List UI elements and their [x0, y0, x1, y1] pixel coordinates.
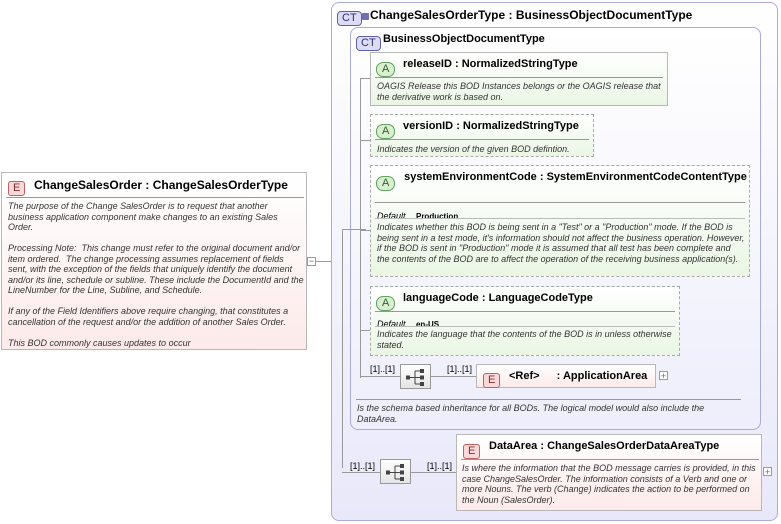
divider	[356, 399, 741, 400]
root-element-doc: The purpose of the Change SalesOrder is …	[8, 201, 304, 348]
attribute-doc: OAGIS Release this BOD Instances belongs…	[377, 81, 664, 102]
attribute-versionID[interactable]: A versionID : NormalizedStringType Indic…	[370, 114, 594, 157]
root-element-type: ChangeSalesOrderType	[152, 178, 288, 192]
attribute-doc: Indicates the version of the given BOD d…	[377, 144, 570, 154]
attribute-name: systemEnvironmentCode	[404, 171, 537, 183]
divider	[461, 459, 759, 460]
root-element-box[interactable]: E ChangeSalesOrder : ChangeSalesOrderTyp…	[1, 172, 307, 350]
attribute-name: versionID	[403, 120, 454, 132]
data-area-name: DataArea	[489, 440, 538, 452]
attribute-title: versionID : NormalizedStringType	[403, 120, 579, 132]
divider	[375, 326, 675, 327]
occurs-label: [1]..[1]	[370, 364, 396, 374]
attribute-name: releaseID	[403, 58, 452, 70]
attribute-name: languageCode	[403, 292, 479, 304]
divider	[375, 311, 675, 312]
root-element-title: ChangeSalesOrder : ChangeSalesOrderType	[34, 178, 288, 192]
default-row: Default en-US	[377, 314, 439, 332]
attribute-title: systemEnvironmentCode : SystemEnvironmen…	[404, 171, 747, 183]
collapse-minus-icon[interactable]: −	[307, 256, 316, 266]
default-value: en-US	[415, 320, 440, 329]
ref-name: ApplicationArea	[562, 370, 648, 382]
attribute-releaseID[interactable]: A releaseID : NormalizedStringType OAGIS…	[370, 52, 668, 106]
divider	[375, 139, 589, 140]
data-area-type: ChangeSalesOrderDataAreaType	[547, 440, 720, 452]
expand-plus-icon[interactable]: +	[763, 467, 772, 477]
default-label: Default	[377, 211, 406, 221]
complex-type-badge: CT	[337, 11, 362, 26]
expand-plus-icon[interactable]: +	[659, 371, 668, 381]
attribute-systemEnvironmentCode[interactable]: A systemEnvironmentCode : SystemEnvironm…	[370, 165, 750, 277]
attribute-doc: Indicates the language that the contents…	[377, 329, 675, 350]
default-label: Default	[377, 319, 406, 329]
divider	[375, 77, 663, 78]
default-value: Production	[415, 212, 459, 221]
occurs-label: [1]..[1]	[447, 364, 473, 374]
application-area-ref[interactable]: E <Ref> : ApplicationArea	[476, 364, 656, 388]
inner-type-doc: Is the schema based inheritance for all …	[357, 403, 707, 424]
attribute-badge: A	[376, 124, 396, 139]
attribute-badge: A	[376, 176, 396, 191]
element-badge: E	[463, 444, 481, 459]
divider	[375, 218, 745, 219]
sequence-icon[interactable]	[380, 459, 411, 484]
attribute-type: LanguageCodeType	[488, 292, 593, 304]
divider	[375, 202, 745, 203]
ref-label: <Ref>	[509, 370, 540, 382]
default-row: Default Production	[377, 206, 458, 224]
outer-type-name: ChangeSalesOrderType	[370, 8, 506, 22]
occurs-label: [1]..[1]	[427, 461, 453, 471]
attribute-title: releaseID : NormalizedStringType	[403, 58, 578, 70]
attribute-badge: A	[376, 62, 396, 77]
data-area-doc: Is where the information that the BOD me…	[462, 463, 759, 505]
element-badge: E	[483, 373, 501, 388]
extension-icon	[362, 13, 370, 21]
root-element-name: ChangeSalesOrder	[34, 178, 143, 192]
attribute-doc: Indicates whether this BOD is being sent…	[377, 222, 747, 264]
attribute-languageCode[interactable]: A languageCode : LanguageCodeType Defaul…	[370, 286, 680, 356]
attribute-type: SystemEnvironmentCodeContentType	[546, 171, 747, 183]
sequence-icon[interactable]	[400, 364, 431, 389]
inner-type-name: BusinessObjectDocumentType	[383, 33, 545, 45]
divider	[6, 197, 304, 198]
ref-title: <Ref> : ApplicationArea	[509, 370, 648, 382]
data-area-title: DataArea : ChangeSalesOrderDataAreaType	[489, 440, 720, 452]
outer-type-title: ChangeSalesOrderType : BusinessObjectDoc…	[370, 8, 693, 22]
attribute-title: languageCode : LanguageCodeType	[403, 292, 593, 304]
attribute-type: NormalizedStringType	[461, 58, 578, 70]
complex-type-badge: CT	[356, 36, 381, 51]
data-area-element[interactable]: E DataArea : ChangeSalesOrderDataAreaTyp…	[456, 434, 762, 511]
attribute-badge: A	[376, 296, 396, 311]
outer-type-base: BusinessObjectDocumentType	[515, 8, 693, 22]
occurs-label: [1]..[1]	[350, 461, 376, 471]
attribute-type: NormalizedStringType	[462, 120, 579, 132]
element-badge: E	[8, 181, 26, 196]
